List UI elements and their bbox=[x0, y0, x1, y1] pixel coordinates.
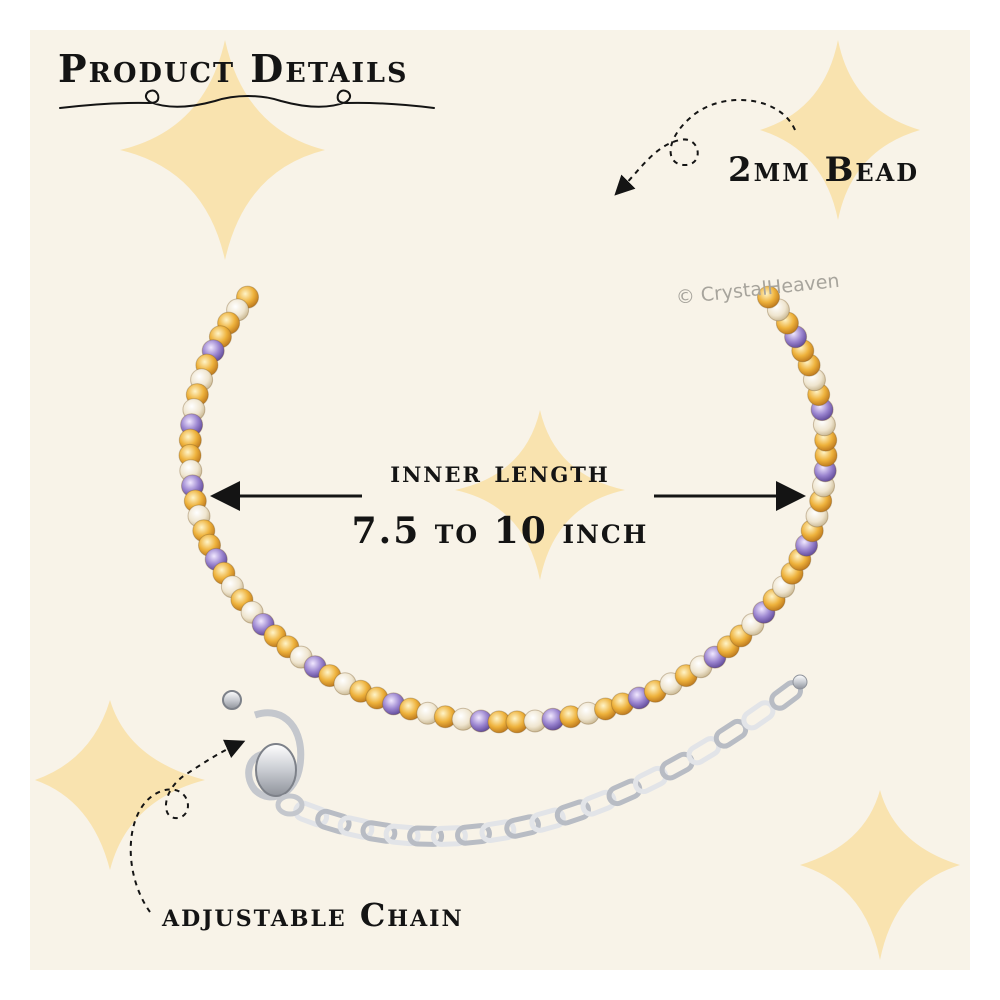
page-title: Product Details bbox=[58, 46, 409, 91]
chain-link bbox=[606, 778, 643, 807]
inner-length-value: 7.5 to 10 inch bbox=[351, 510, 649, 552]
bead-callout-curve bbox=[614, 98, 796, 196]
bead bbox=[757, 285, 780, 309]
chain-link bbox=[580, 789, 617, 817]
star-icon bbox=[120, 40, 325, 260]
inner-length-title: inner length bbox=[390, 455, 610, 490]
chain-link bbox=[383, 823, 421, 847]
star-icon bbox=[455, 410, 625, 580]
chain-link bbox=[337, 815, 375, 840]
chain-link bbox=[529, 807, 566, 833]
chain-link bbox=[293, 800, 330, 828]
star-icon bbox=[35, 700, 205, 870]
callout-arrows bbox=[129, 98, 796, 913]
chain-link bbox=[455, 823, 492, 846]
chain-link bbox=[315, 808, 352, 835]
chain-link bbox=[407, 825, 445, 847]
chain-link bbox=[479, 819, 517, 843]
chain-callout: adjustable Chain bbox=[162, 896, 464, 934]
bead-strand bbox=[178, 285, 838, 734]
chain-link bbox=[430, 825, 468, 847]
chain-end-bead bbox=[792, 674, 808, 690]
title-flourish bbox=[59, 89, 435, 109]
chain-callout-curve bbox=[129, 739, 246, 913]
star-icon bbox=[760, 40, 920, 220]
star-icon bbox=[800, 790, 960, 960]
decorative-stars bbox=[35, 40, 960, 960]
adjustable-chain bbox=[293, 674, 808, 847]
bead-size-callout: 2mm Bead bbox=[728, 150, 920, 190]
chain-link bbox=[504, 814, 541, 839]
lobster-clasp bbox=[222, 690, 305, 817]
chain-link bbox=[554, 799, 591, 826]
chain-link bbox=[360, 820, 398, 844]
